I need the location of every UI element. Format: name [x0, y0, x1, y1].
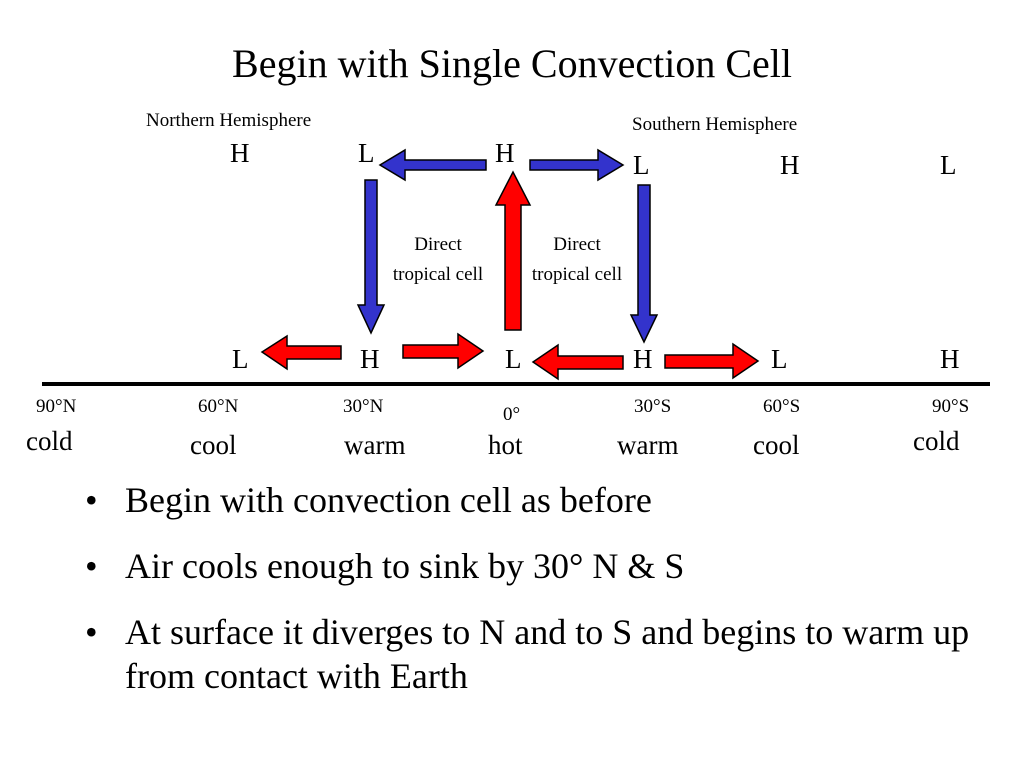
- bullet-list: • Begin with convection cell as before •…: [85, 478, 985, 720]
- surface-pressure-l-60s: L: [771, 344, 788, 374]
- latitude-label-30n: 30°N: [343, 396, 384, 417]
- surface-pressure-h-30n: H: [360, 344, 380, 374]
- top-pressure-h-60n: H: [230, 138, 250, 168]
- surface-pressure-l-equator: L: [505, 344, 522, 374]
- temperature-label-30n: warm: [344, 430, 406, 460]
- latitude-label-90s: 90°S: [932, 396, 970, 417]
- slide-title: Begin with Single Convection Cell: [232, 41, 792, 86]
- temperature-label-equator: hot: [488, 430, 523, 460]
- bullet-text: Air cools enough to sink by 30° N & S: [125, 546, 685, 586]
- surface-pressure-h-30s: H: [633, 344, 653, 374]
- top-pressure-l-30n: L: [358, 138, 375, 168]
- surface-pressure-l-60n: L: [232, 344, 249, 374]
- latitude-label-90n: 90°N: [36, 396, 77, 417]
- upper-flow-arrow-north: [378, 148, 487, 182]
- temperature-label-60n: cool: [190, 430, 237, 460]
- latitude-label-60s: 60°S: [763, 396, 801, 417]
- northern-hemisphere-label: Northern Hemisphere: [146, 110, 312, 131]
- latitude-label-60n: 60°N: [198, 396, 239, 417]
- surface-flow-arrow-to-60n: [260, 334, 342, 371]
- bullet-dot: •: [85, 546, 98, 586]
- surface-flow-arrow-to-equator-south: [531, 343, 624, 381]
- cell-label-north: Direct tropical cell: [392, 234, 484, 285]
- top-pressure-l-90s: L: [940, 150, 957, 180]
- sinking-arrow-30s: [629, 184, 659, 344]
- bullet-text: Begin with convection cell as before: [125, 480, 652, 520]
- surface-flow-arrow-to-60s: [664, 342, 760, 380]
- bullet-text: At surface it diverges to N and to S and…: [125, 612, 970, 696]
- latitude-label-30s: 30°S: [634, 396, 672, 417]
- temperature-label-90s: cold: [913, 426, 960, 456]
- cell-label-south: Direct tropical cell: [531, 234, 623, 285]
- upper-flow-arrow-south: [529, 148, 625, 182]
- surface-flow-arrow-to-equator-north: [402, 332, 485, 370]
- top-pressure-h-60s: H: [780, 150, 800, 180]
- temperature-label-30s: warm: [617, 430, 679, 460]
- temperature-label-90n: cold: [26, 426, 73, 456]
- bullet-dot: •: [85, 480, 98, 520]
- top-pressure-l-30s: L: [633, 150, 650, 180]
- top-pressure-h-equator: H: [495, 138, 515, 168]
- southern-hemisphere-label: Southern Hemisphere: [632, 114, 798, 135]
- bullet-item: • Begin with convection cell as before: [85, 478, 985, 522]
- bullet-item: • Air cools enough to sink by 30° N & S: [85, 544, 985, 588]
- bullet-item: • At surface it diverges to N and to S a…: [85, 610, 985, 698]
- surface-pressure-h-90s: H: [940, 344, 960, 374]
- sinking-arrow-30n: [356, 179, 386, 335]
- rising-arrow-equator: [494, 170, 532, 331]
- bullet-dot: •: [85, 612, 98, 652]
- temperature-label-60s: cool: [753, 430, 800, 460]
- latitude-label-equator: 0°: [503, 404, 521, 425]
